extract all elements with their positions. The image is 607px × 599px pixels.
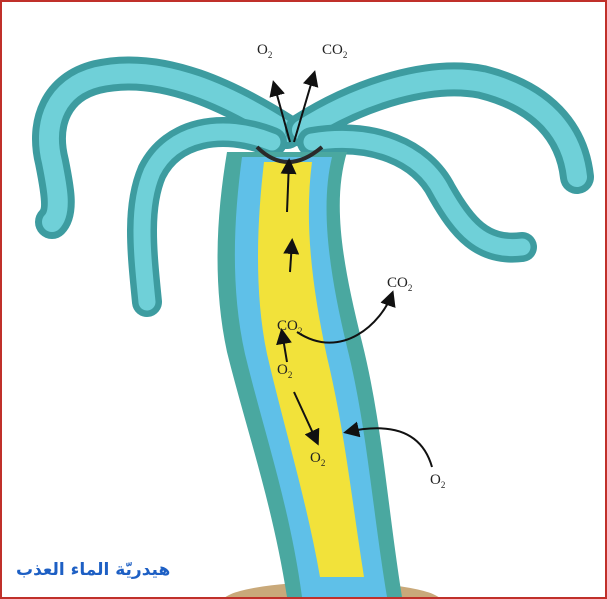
label-right-co2: CO2 [387, 275, 412, 293]
diagram-caption: هيدريّة الماء العذب [16, 560, 170, 580]
label-top-co2: CO2 [322, 42, 347, 60]
label-top-o2: O2 [257, 42, 272, 60]
label-right-o2: O2 [430, 472, 445, 490]
